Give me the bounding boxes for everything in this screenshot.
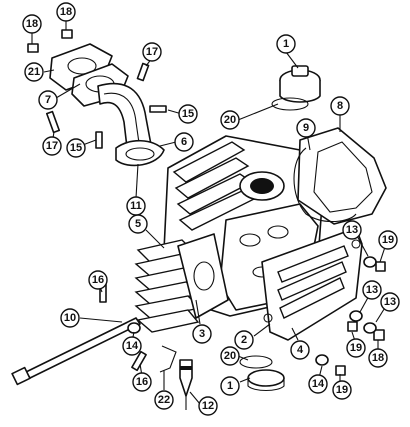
svg-text:6: 6 bbox=[181, 136, 187, 148]
spark-plug bbox=[159, 345, 193, 410]
callout-18-a: 18 bbox=[22, 14, 42, 34]
bolt-16-lower bbox=[131, 350, 147, 372]
callout-11: 11 bbox=[126, 196, 146, 216]
callout-16-upper: 16 bbox=[88, 270, 108, 290]
callout-20-top: 20 bbox=[220, 110, 240, 130]
nut-18-b bbox=[61, 29, 73, 39]
cylinder-fins bbox=[134, 233, 229, 333]
callout-17-top: 17 bbox=[142, 42, 162, 62]
svg-text:10: 10 bbox=[64, 312, 76, 324]
nut-18-a bbox=[27, 43, 39, 53]
svg-text:11: 11 bbox=[130, 200, 142, 212]
svg-text:22: 22 bbox=[158, 394, 170, 406]
nut-19-a bbox=[375, 261, 386, 272]
callout-14-b: 14 bbox=[308, 374, 328, 394]
callout-9: 9 bbox=[296, 118, 316, 138]
callout-2: 2 bbox=[234, 330, 254, 350]
svg-text:18: 18 bbox=[26, 18, 38, 30]
bolt-17-top bbox=[136, 62, 150, 82]
svg-text:19: 19 bbox=[382, 234, 394, 246]
callout-13-b: 13 bbox=[362, 280, 382, 300]
callout-12: 12 bbox=[198, 396, 218, 416]
svg-text:19: 19 bbox=[350, 342, 362, 354]
svg-text:1: 1 bbox=[283, 38, 289, 50]
stud-bolt bbox=[11, 317, 141, 386]
svg-text:12: 12 bbox=[202, 400, 214, 412]
callout-4: 4 bbox=[290, 340, 310, 360]
washer-13-c bbox=[363, 322, 377, 334]
svg-text:14: 14 bbox=[312, 378, 325, 390]
callout-19-c: 19 bbox=[332, 380, 352, 400]
svg-text:1: 1 bbox=[227, 380, 233, 392]
callout-19-a: 19 bbox=[378, 230, 398, 250]
svg-text:15: 15 bbox=[70, 142, 82, 154]
callout-22: 22 bbox=[154, 390, 174, 410]
washer-13-b bbox=[349, 310, 363, 322]
valve-cap-top bbox=[271, 65, 321, 111]
svg-text:7: 7 bbox=[45, 94, 51, 106]
valve-cap-bottom bbox=[239, 355, 285, 392]
callout-1-top: 1 bbox=[276, 34, 296, 54]
svg-text:8: 8 bbox=[337, 100, 343, 112]
washer-14-a bbox=[127, 322, 141, 334]
nut-19-c bbox=[335, 365, 346, 376]
svg-text:5: 5 bbox=[135, 218, 141, 230]
nut-19-b bbox=[347, 321, 358, 332]
callout-1-bottom: 1 bbox=[220, 376, 240, 396]
callout-15-right: 15 bbox=[178, 104, 198, 124]
callout-15-left: 15 bbox=[66, 138, 86, 158]
svg-text:13: 13 bbox=[346, 224, 358, 236]
callout-13-c: 13 bbox=[380, 292, 400, 312]
side-cover bbox=[261, 227, 363, 341]
intake-manifold bbox=[49, 43, 165, 167]
callout-6: 6 bbox=[174, 132, 194, 152]
nut-18-c bbox=[373, 329, 385, 341]
callout-17-left: 17 bbox=[42, 136, 62, 156]
cover-plate bbox=[293, 127, 387, 225]
svg-text:14: 14 bbox=[126, 340, 139, 352]
washer-13-a bbox=[363, 256, 377, 268]
svg-text:9: 9 bbox=[303, 122, 309, 134]
svg-text:4: 4 bbox=[297, 344, 304, 356]
svg-text:21: 21 bbox=[28, 66, 40, 78]
svg-text:17: 17 bbox=[146, 46, 158, 58]
callout-18-c: 18 bbox=[368, 348, 388, 368]
callout-7: 7 bbox=[38, 90, 58, 110]
callout-14-a: 14 bbox=[122, 336, 142, 356]
svg-text:2: 2 bbox=[241, 334, 247, 346]
washer-14-b bbox=[315, 354, 329, 366]
bolt-15-right bbox=[149, 105, 167, 113]
svg-text:18: 18 bbox=[372, 352, 384, 364]
svg-text:13: 13 bbox=[384, 296, 396, 308]
svg-text:19: 19 bbox=[336, 384, 348, 396]
bolt-15-left bbox=[95, 131, 103, 149]
svg-text:3: 3 bbox=[199, 328, 205, 340]
callout-3: 3 bbox=[192, 324, 212, 344]
svg-text:17: 17 bbox=[46, 140, 58, 152]
callout-10: 10 bbox=[60, 308, 80, 328]
callout-20-bottom: 20 bbox=[220, 346, 240, 366]
svg-text:13: 13 bbox=[366, 284, 378, 296]
svg-text:20: 20 bbox=[224, 350, 236, 362]
callout-18-b: 18 bbox=[56, 2, 76, 22]
callout-13-a: 13 bbox=[342, 220, 362, 240]
svg-text:16: 16 bbox=[136, 376, 148, 388]
callout-21: 21 bbox=[24, 62, 44, 82]
callout-5: 5 bbox=[128, 214, 148, 234]
svg-text:16: 16 bbox=[92, 274, 104, 286]
svg-text:18: 18 bbox=[60, 6, 72, 18]
svg-text:20: 20 bbox=[224, 114, 236, 126]
callout-19-b: 19 bbox=[346, 338, 366, 358]
callout-8: 8 bbox=[330, 96, 350, 116]
callout-16-lower: 16 bbox=[132, 372, 152, 392]
svg-text:15: 15 bbox=[182, 108, 194, 120]
bolt-17-left bbox=[45, 110, 61, 134]
